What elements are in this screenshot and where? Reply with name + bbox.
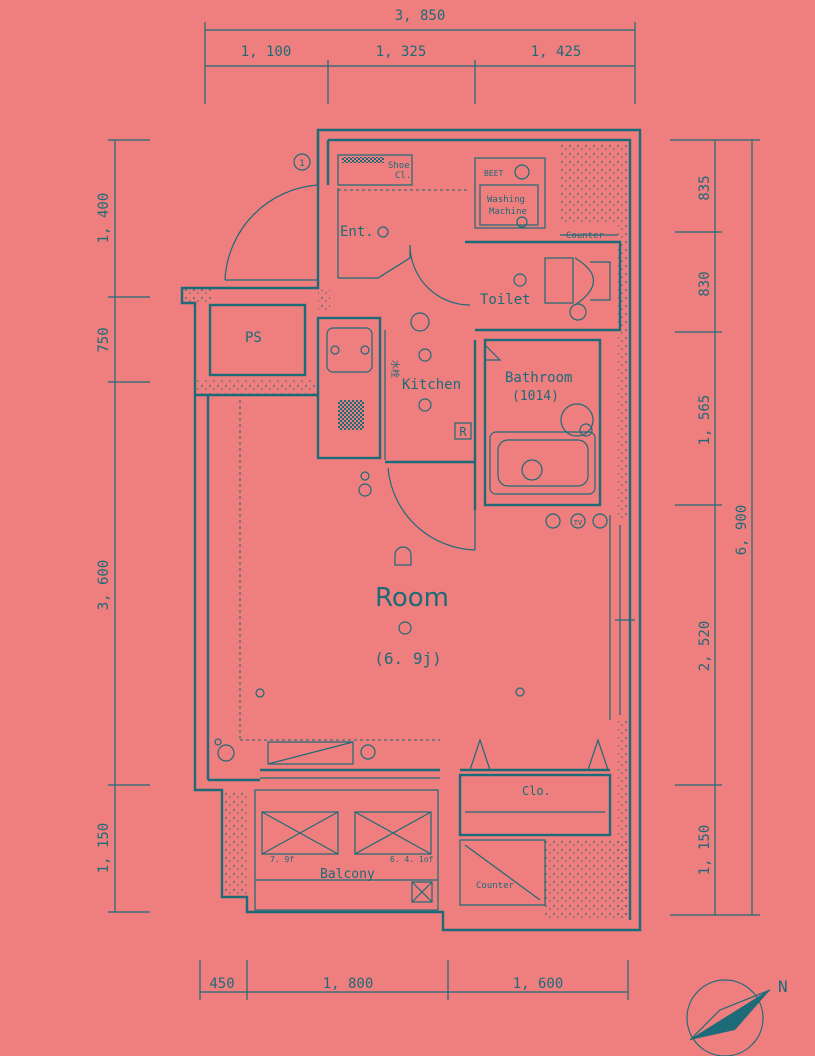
compass-icon: N [686, 977, 788, 1056]
dim-right-5: 1, 150 [697, 825, 713, 876]
label-kitchen: Kitchen [402, 377, 461, 393]
dim-right-1: 835 [697, 175, 713, 200]
kitchen-area: 水栓 Kitchen R [316, 312, 477, 551]
label-ps: PS [245, 330, 262, 346]
dim-right-total: 6, 900 [734, 505, 750, 556]
hatch-bottom-right [545, 840, 630, 920]
entrance-area: 1 Ent. Shoe Cl. [224, 153, 470, 281]
label-bathroom: Bathroom [505, 370, 572, 386]
panel-mark: 1 [299, 159, 304, 169]
dim-bottom-3: 1, 600 [513, 976, 564, 992]
dim-right-2: 830 [697, 271, 713, 296]
dim-left-4: 1, 150 [96, 823, 112, 874]
dim-left-1: 1, 400 [96, 193, 112, 244]
label-closet: Clo. [522, 784, 551, 798]
hatch-left-bottom [222, 790, 247, 897]
right-dimensions: 6, 900 835 830 1, 565 2, 520 1, 150 [670, 139, 760, 916]
main-room: Room (6. 9j) TV [214, 400, 635, 779]
label-washer: Washing [487, 195, 525, 205]
dim-bottom-2: 1, 800 [323, 976, 374, 992]
label-washer-tag: BEET [484, 169, 503, 178]
left-dimensions: 1, 400 750 3, 600 1, 150 [96, 139, 150, 913]
bottom-dimensions: 450 1, 800 1, 600 [199, 960, 629, 1000]
tv-outlet: TV [574, 519, 583, 527]
label-room: Room [375, 583, 449, 613]
outer-walls [180, 128, 642, 932]
toilet-room: Counter Toilet [409, 231, 622, 332]
label-bathroom-size: (1014) [512, 389, 559, 404]
hatch-entry-corner [318, 290, 330, 310]
label-balcony: Balcony [320, 867, 375, 882]
dim-left-3: 3, 600 [96, 560, 112, 611]
label-counter-bottom: Counter [476, 881, 515, 891]
dim-top-2: 1, 325 [376, 44, 427, 60]
compass-north-label: N [778, 977, 788, 996]
closet-area: Clo. Counter [458, 738, 612, 906]
dim-right-4: 2, 520 [697, 621, 713, 672]
ps-area: PS [208, 303, 307, 377]
bathroom-area: Bathroom (1014) [483, 338, 602, 507]
dim-top-total: 3, 850 [395, 8, 446, 24]
hatch-ps-bottom [195, 380, 318, 395]
dim-top-3: 1, 425 [531, 44, 582, 60]
label-shoe-storage: Shoe [388, 161, 410, 171]
label-counter-top: Counter [566, 231, 605, 241]
kitchen-vertical-note: 水栓 [389, 360, 401, 378]
ac-left-label: 7. 9f [270, 855, 294, 864]
dim-bottom-1: 450 [209, 976, 234, 992]
dim-right-3: 1, 565 [697, 395, 713, 446]
dim-top-1: 1, 100 [241, 44, 292, 60]
hatch-top-right [560, 145, 630, 225]
label-room-size: (6. 9j) [374, 649, 441, 668]
refrigerator-mark: R [459, 425, 467, 439]
label-shoe-storage-sub: Cl. [395, 171, 411, 181]
balcony-area: 7. 9f 6. 4. 1of Balcony [254, 789, 439, 911]
label-entrance: Ent. [340, 224, 374, 240]
top-dimensions: 3, 850 1, 100 1, 325 1, 425 [204, 8, 636, 104]
label-washer-sub: Machine [489, 207, 527, 217]
washing-machine: BEET Washing Machine [474, 157, 546, 229]
hatch-ps-top [182, 288, 212, 303]
ac-right-label: 6. 4. 1of [390, 855, 434, 864]
dim-left-2: 750 [96, 327, 112, 352]
label-toilet: Toilet [480, 292, 531, 308]
